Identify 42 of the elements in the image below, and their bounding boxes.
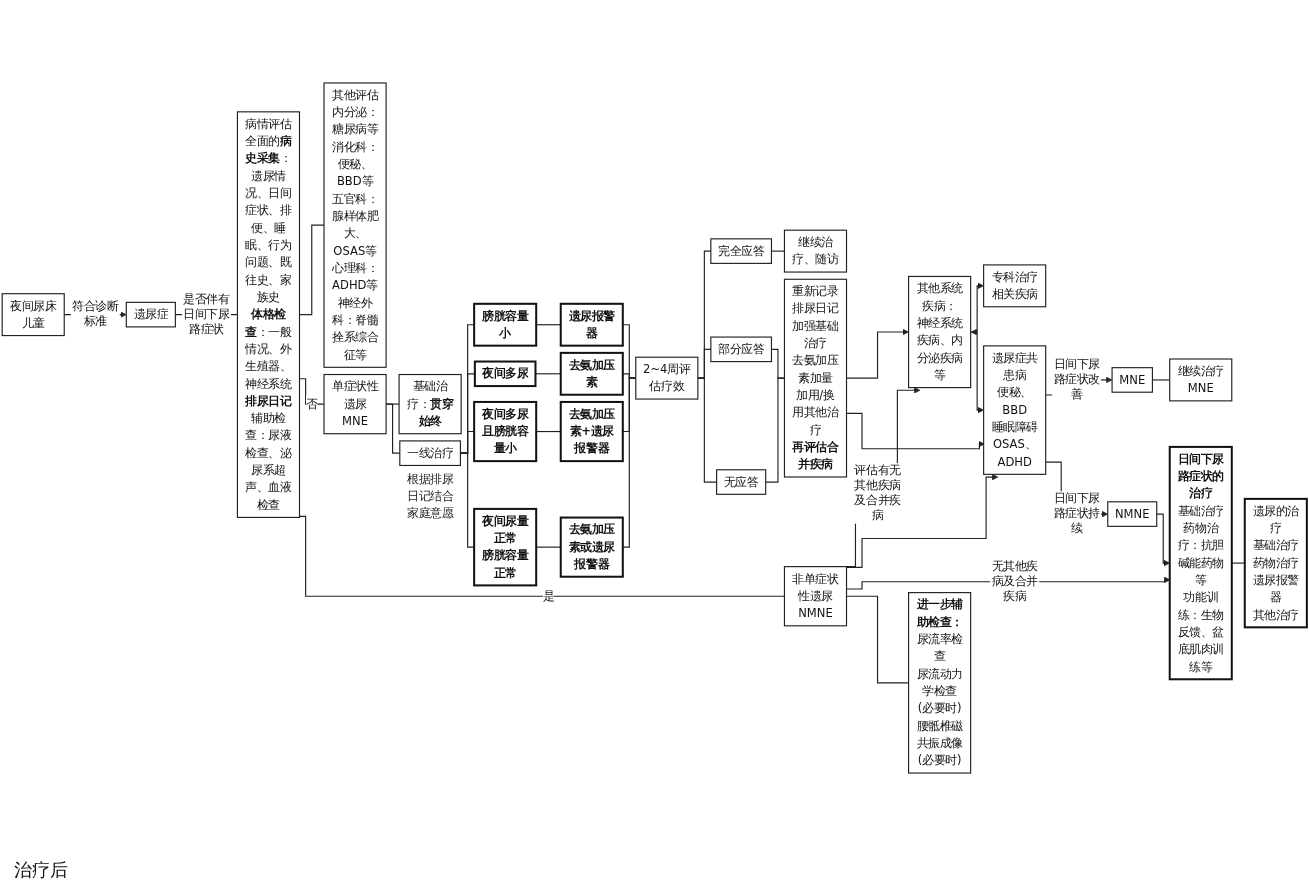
edge-label: 日间下尿路症状持续 — [1053, 491, 1100, 535]
note-text: 治疗后 — [14, 858, 68, 882]
node-box: 单症状性遗尿MNE — [323, 373, 387, 435]
node-box: 去氨加压素+遗尿报警器 — [559, 400, 624, 463]
node-box: 继续治疗MNE — [1169, 358, 1233, 402]
node-box: 去氨加压素或遗尿报警器 — [559, 516, 624, 578]
node-box: 重新记录排尿日记 加强基础治疗 去氨加压素加量 加用/换用其他治疗 再评估合并疾病 — [783, 278, 848, 478]
node-box: NMNE — [1107, 501, 1158, 527]
node-box: 一线治疗 — [399, 440, 461, 467]
edge-label: 否 — [305, 396, 318, 411]
arrow — [1156, 513, 1170, 567]
node-box: 其他系统疾病： 神经系统疾病、内分泌疾病等 — [908, 275, 972, 389]
node-box: 遗尿症 — [125, 301, 176, 328]
node-box: 2~4周评估疗效 — [635, 356, 699, 400]
node-box: 去氨加压素 — [559, 351, 624, 396]
edge-label: 是 — [542, 589, 555, 603]
node-box: 夜间多尿 — [473, 360, 537, 388]
node-box: MNE — [1111, 367, 1153, 393]
node-box: 完全应答 — [710, 238, 773, 264]
edge-label: 无其他疾病及合并疾病 — [991, 558, 1038, 603]
node-box: 夜间尿床儿童 — [1, 293, 65, 337]
node-box: 日间下尿路症状的治疗 基础治疗 药物治疗：抗胆碱能药物等 功能训练：生物反馈、盆底肌肉训练等 — [1168, 445, 1233, 681]
node-box: 夜间多尿且膀胱容量小 — [473, 400, 538, 463]
node-box: 遗尿报警器 — [559, 302, 624, 347]
node-box: 继续治疗、随访 — [783, 229, 848, 273]
node-label: 根据排尿日记结合家庭意愿 — [407, 471, 454, 521]
edge-label: 日间下尿路症状改善 — [1053, 356, 1100, 401]
node-box: 遗尿的治疗 基础治疗 药物治疗 遗尿报警器 其他治疗 — [1243, 497, 1308, 629]
node-box: 遗尿症共患病 便秘、BBD 睡眠障碍 OSAS、ADHD — [983, 345, 1047, 475]
edge-label: 是否伴有日间下尿路症状 — [183, 291, 230, 336]
node-box: 进一步辅助检查： 尿流率检查 尿流动力学检查(必要时) 腰骶椎磁共振成像(必要时) — [908, 592, 972, 774]
node-box: 专科治疗相关疾病 — [983, 264, 1047, 308]
edge-label: 评估有无其他疾病及合并疾病 — [854, 463, 901, 522]
node-box: 无应答 — [716, 469, 767, 495]
node-box: 非单症状性遗尿NMNE — [783, 566, 848, 627]
node-box: 病情评估 全面的病史采集：遗尿情况、日间症状、排便、睡眠、行为问题、既往史、家族史 体格检查：一般情况、外生殖器、神经系统 排尿日记 辅助检查：尿液检查、泌尿系超声、血液检查 — [236, 111, 301, 518]
node-box: 部分应答 — [710, 336, 773, 363]
node-box: 夜间尿量正常 膀胱容量正常 — [473, 507, 538, 587]
node-box: 膀胱容量小 — [473, 302, 538, 347]
node-box: 其他评估 内分泌：糖尿病等 消化科：便秘、BBD等 五官科：腺样体肥大、OSAS等 心理科：ADHD等 神经外科：脊髓拴系综合征等 — [323, 82, 387, 368]
node-box: 基础治疗：贯穿始终 — [398, 373, 462, 435]
edge-label: 符合诊断标准 — [72, 299, 119, 328]
